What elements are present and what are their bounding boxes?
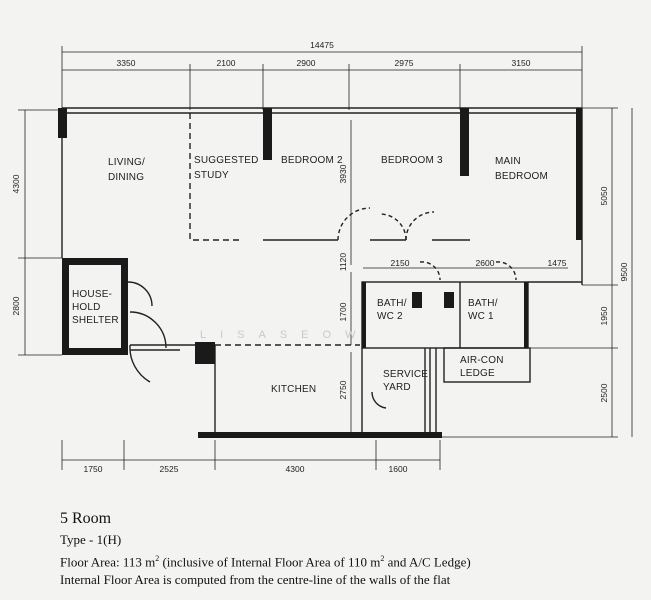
thick-walls <box>58 108 582 438</box>
dim-right-outer: 9500 <box>619 262 629 281</box>
label-shelter-3: SHELTER <box>72 315 119 326</box>
floor-area-sup: 2 <box>155 554 160 563</box>
flat-type: Type - 1(H) <box>60 532 122 547</box>
area-note: Internal Floor Area is computed from the… <box>60 572 451 588</box>
label-living-1: LIVING/ <box>108 157 145 168</box>
dim-top-2: 2100 <box>217 58 236 68</box>
dim-right-2: 1950 <box>599 306 609 325</box>
floor-area-suffix: and A/C Ledge) <box>384 554 471 570</box>
floor-area: Floor Area: 113 m2 (inclusive of Interna… <box>60 549 471 571</box>
dim-bottom-4: 1600 <box>389 464 408 474</box>
dim-top-overall: 14475 <box>310 40 334 50</box>
label-service-1: SERVICE <box>383 369 428 380</box>
dim-inner-3930: 3930 <box>338 164 348 183</box>
label-bath1-2: WC 1 <box>468 311 494 322</box>
label-shelter-1: HOUSE- <box>72 289 112 300</box>
dim-top-5: 3150 <box>512 58 531 68</box>
label-living-2: DINING <box>108 172 144 183</box>
label-kitchen: KITCHEN <box>271 384 316 395</box>
flat-title: 5 Room <box>60 510 112 527</box>
dim-bottom-3: 4300 <box>286 464 305 474</box>
floor-area-sup2: 2 <box>380 554 385 563</box>
dim-bottom-2: 2525 <box>160 464 179 474</box>
label-bath2-2: WC 2 <box>377 311 403 322</box>
dimension-lines <box>18 46 633 470</box>
label-bath1-1: BATH/ <box>468 298 498 309</box>
label-shelter-2: HOLD <box>72 302 101 313</box>
floor-area-prefix: Floor Area: 113 m <box>60 554 156 570</box>
dim-inner-2750: 2750 <box>338 380 348 399</box>
label-aircon-2: LEDGE <box>460 368 495 379</box>
dim-inner-2150: 2150 <box>391 258 410 268</box>
dim-top-1: 3350 <box>117 58 136 68</box>
label-bedroom-3: BEDROOM 3 <box>381 155 443 166</box>
dim-inner-1700: 1700 <box>338 302 348 321</box>
dim-left-2: 2800 <box>11 296 21 315</box>
dim-inner-2600: 2600 <box>476 258 495 268</box>
dim-inner-1475: 1475 <box>548 258 567 268</box>
dim-bottom-1: 1750 <box>84 464 103 474</box>
dim-top-4: 2975 <box>395 58 414 68</box>
label-main-1: MAIN <box>495 156 521 167</box>
dim-inner-1120: 1120 <box>338 253 348 272</box>
watermark: LISASEOW <box>200 329 369 341</box>
dim-left-1: 4300 <box>11 174 21 193</box>
label-bath2-1: BATH/ <box>377 298 407 309</box>
caption-block: 5 Room Type - 1(H) Floor Area: 113 m2 (i… <box>60 508 471 589</box>
dim-right-3: 2500 <box>599 383 609 402</box>
label-bedroom-2: BEDROOM 2 <box>281 155 343 166</box>
label-aircon-1: AIR-CON <box>460 355 504 366</box>
dim-top-3: 2900 <box>297 58 316 68</box>
floor-plan: 14475 3350 2100 2900 2975 3150 1750 2525… <box>11 40 633 474</box>
label-service-2: YARD <box>383 382 411 393</box>
floor-area-mid: (inclusive of Internal Floor Area of 110… <box>159 554 381 570</box>
label-study-2: STUDY <box>194 170 229 181</box>
dim-right-1: 5050 <box>599 186 609 205</box>
label-main-2: BEDROOM <box>495 171 548 182</box>
label-study-1: SUGGESTED <box>194 155 259 166</box>
